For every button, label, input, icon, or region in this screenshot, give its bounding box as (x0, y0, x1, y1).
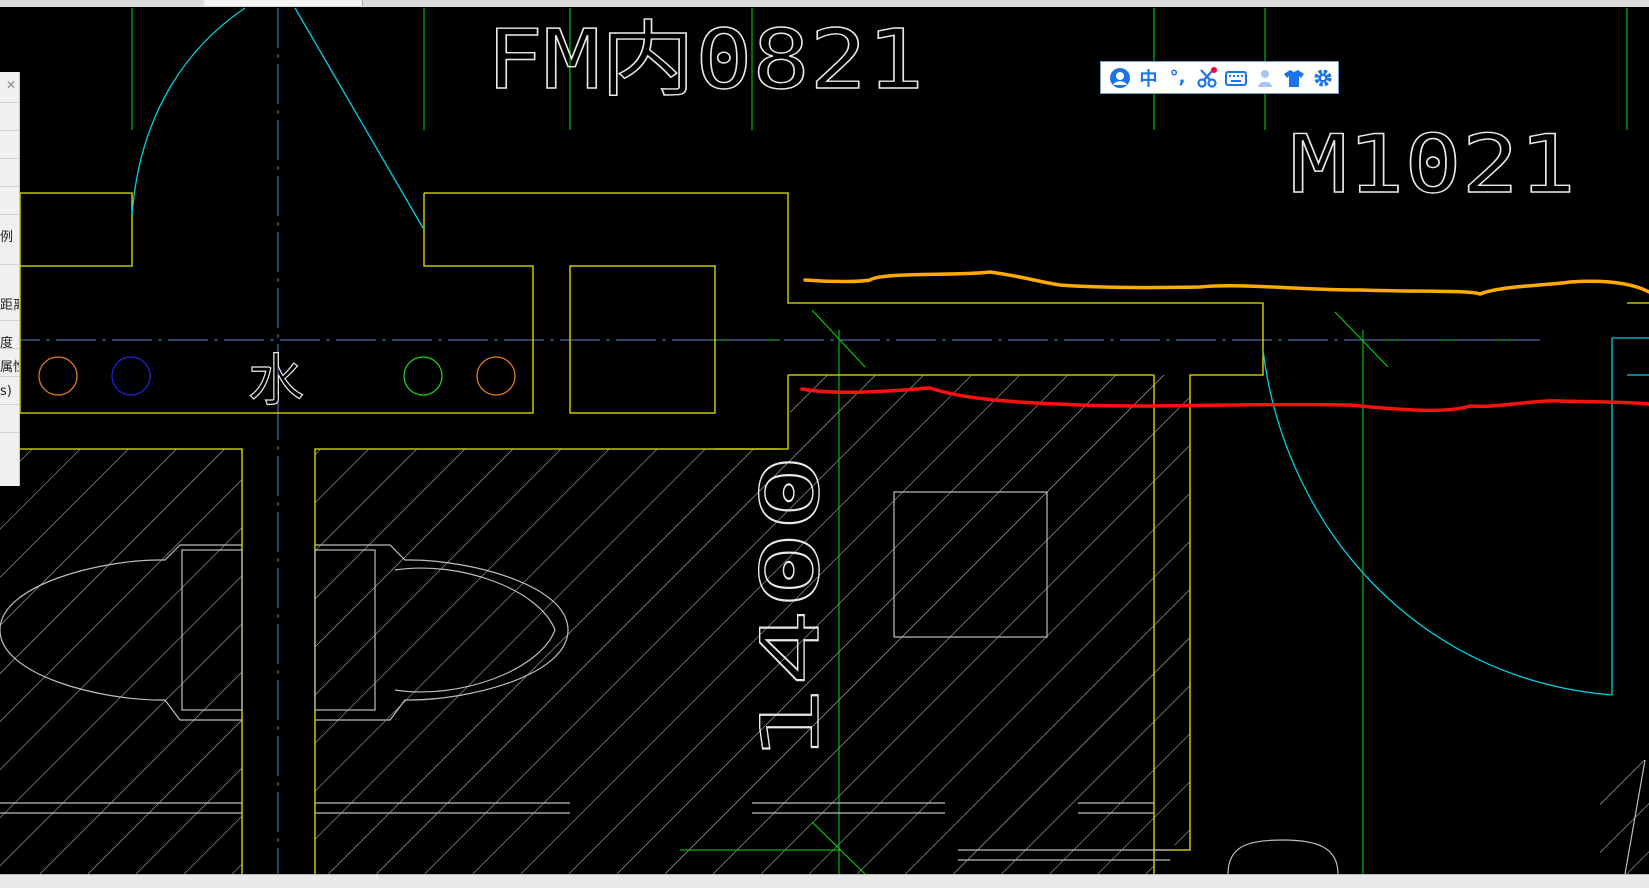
door-label-fm: FM内0821 (486, 13, 924, 108)
panel-label: 距离 (0, 298, 19, 313)
scissors-icon[interactable] (1192, 64, 1221, 92)
center-lines (0, 8, 1540, 874)
panel-label: 度 (0, 336, 14, 351)
properties-side-panel[interactable]: ✕ 例 距离 度 属性 s) (0, 72, 20, 486)
gear-icon[interactable] (1308, 64, 1337, 92)
keyboard-icon[interactable] (1221, 64, 1250, 92)
panel-row[interactable] (0, 102, 19, 131)
panel-row[interactable]: s) (0, 376, 19, 405)
panel-row[interactable] (0, 404, 19, 433)
dimension-label: 1400 (744, 454, 837, 764)
panel-row[interactable]: 例 (0, 214, 19, 265)
punctuation-toggle[interactable]: °, (1169, 67, 1186, 88)
fixtures (0, 491, 1646, 875)
status-bar (0, 874, 1649, 888)
language-toggle[interactable]: 中 (1139, 68, 1158, 90)
panel-row[interactable]: 距离 (0, 264, 19, 321)
panel-row[interactable] (0, 158, 19, 187)
panel-row[interactable] (0, 432, 19, 486)
drawing-texts: FM内0821 M1021 水 1400 (247, 12, 1576, 764)
window-top-bar (0, 0, 1649, 7)
markup-strokes (800, 270, 1649, 413)
walls (0, 192, 1649, 874)
panel-row[interactable] (0, 186, 19, 215)
panel-row[interactable]: 度 (0, 320, 19, 351)
panel-row[interactable]: 属性 (0, 348, 19, 377)
door-label-m: M1021 (1290, 118, 1576, 211)
shirt-skin-icon[interactable] (1279, 64, 1308, 92)
panel-label: 属性 (0, 360, 19, 375)
water-label: 水 (248, 349, 304, 414)
panel-label: 例 (0, 230, 14, 245)
person-icon[interactable] (1250, 64, 1279, 92)
ime-toolbar[interactable]: 中 °, (1100, 61, 1339, 94)
active-tab[interactable] (204, 0, 363, 6)
door-swings (131, 7, 1649, 696)
panel-row[interactable] (0, 130, 19, 159)
hatch-regions (0, 375, 1649, 874)
user-avatar-icon[interactable] (1105, 64, 1134, 92)
close-icon[interactable]: ✕ (6, 78, 17, 92)
panel-label: s) (0, 384, 12, 399)
pipe-circles (38, 356, 516, 396)
axis-lines (131, 8, 1628, 875)
panel-header: ✕ (0, 72, 19, 102)
notification-dot (1211, 66, 1217, 73)
